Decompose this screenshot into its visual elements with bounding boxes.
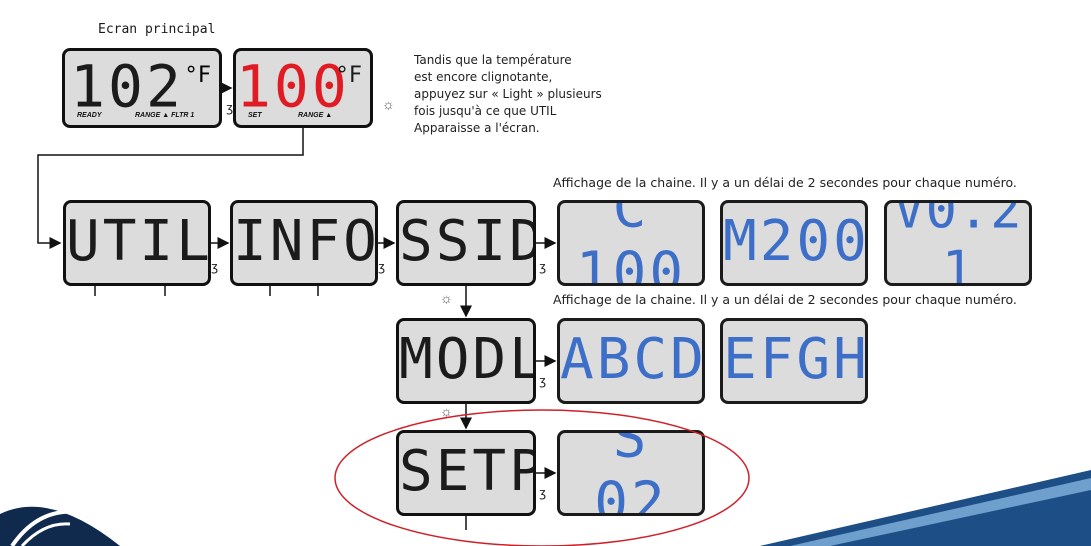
wait-symbol: ʒ [378,260,386,274]
wait-symbol: ʒ [539,260,547,274]
light-icon: ☼ [382,96,395,112]
util-text: UTIL [66,209,211,275]
wait-symbol: ʒ [539,374,547,388]
logo-swirl [20,522,71,546]
c100-display: C 100 [557,200,705,286]
info-display: INFO [230,200,378,286]
set-temperature-display: 100 °F SET RANGE ▲ [233,48,373,128]
main-screen-title: Ecran principal [98,22,216,37]
light-icon: ☼ [440,403,453,419]
modl-display: MODL [396,318,536,404]
ssid-display: SSID [396,200,536,286]
abcd-display: ABCD [557,318,705,404]
range-indicator: RANGE ▲ [298,112,333,119]
wait-symbol: ʒ [211,260,219,274]
util-display: UTIL [63,200,211,286]
setp-text: SETP [399,439,536,505]
current-temperature-value: 102 [70,52,184,121]
light-icon: ☼ [440,290,453,306]
logo-swirl [10,509,79,546]
modl-text: MODL [399,327,536,393]
chain-display-caption: Affichage de la chaine. Il y a un délai … [553,175,1017,190]
m200-text: M200 [723,209,868,275]
abcd-text: ABCD [560,327,705,393]
info-text: INFO [233,209,378,275]
efgh-text: EFGH [723,327,868,393]
ready-indicator: READY [77,112,102,119]
chain-display-caption-2: Affichage de la chaine. Il y a un délai … [553,292,1017,307]
logo-fragment [0,506,120,546]
efgh-display: EFGH [720,318,868,404]
note-line: Tandis que la température [414,53,572,67]
s02-display: S 02 [557,430,705,516]
c100-text: C 100 [575,200,687,286]
decorative-corner-band [760,470,1091,546]
range-filter-indicator: RANGE ▲ FLTR 1 [135,112,195,119]
fahrenheit-unit-set: °F [335,63,363,88]
v021-text: V0.2 1 [893,200,1023,286]
wait-symbol: ʒ [226,101,234,115]
highlight-ellipse [334,409,750,546]
fahrenheit-unit: °F [184,63,212,88]
ssid-text: SSID [399,209,536,275]
flow-arrow-to-util [37,128,304,249]
instruction-note: Tandis que la température est encore cli… [414,52,602,137]
note-line: fois jusqu'à ce que UTIL [414,104,557,118]
note-line: Apparaisse a l'écran. [414,121,540,135]
wait-symbol: ʒ [539,486,547,500]
note-line: est encore clignotante, [414,70,553,84]
setp-display: SETP [396,430,536,516]
s02-text: S 02 [594,430,668,516]
set-temperature-value: 100 [236,52,350,121]
set-indicator: SET [248,112,262,119]
v021-display: V0.2 1 [884,200,1032,286]
decorative-corner-stripe [790,478,1091,546]
note-line: appuyez sur « Light » plusieurs [414,87,602,101]
m200-display: M200 [720,200,868,286]
